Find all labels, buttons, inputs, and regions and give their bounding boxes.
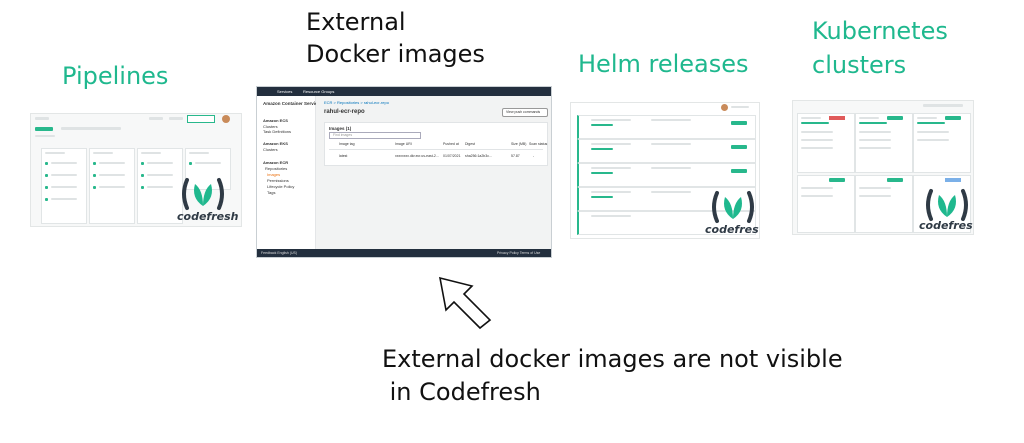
aws-images-table: Images (1) Find images Image tag Image U…: [324, 122, 548, 166]
pipelines-label: Pipelines: [62, 62, 169, 90]
aws-side-item-active: Images: [267, 172, 281, 177]
aws-images-header: Images (1): [329, 126, 352, 131]
codefresh-logo-icon: [926, 189, 968, 221]
kubernetes-clusters-screenshot: codefresh: [792, 100, 974, 235]
aws-top-nav: Services Resource Groups: [257, 87, 551, 96]
aws-footer-left: Feedback English (US): [261, 251, 297, 255]
aws-side-item: Repositories: [265, 166, 288, 171]
caption: External docker images are not visible i…: [382, 343, 843, 409]
aws-col-header: Image tag: [339, 142, 355, 146]
aws-row-cell: 01/07/2021: [443, 154, 461, 158]
aws-row-cell: 57.87: [511, 154, 520, 158]
aws-side-item: Lifecycle Policy: [267, 184, 295, 189]
aws-col-header: Pushed at: [443, 142, 459, 146]
codefresh-wordmark: codefresh: [177, 210, 239, 223]
aws-side-item: Clusters: [263, 147, 278, 152]
caption-line1: External docker images are not visible: [382, 345, 843, 373]
external-docker-images-label: External Docker images: [306, 6, 485, 70]
aws-side-item: Task Definitions: [263, 129, 292, 134]
codefresh-wordmark: codefresh: [705, 223, 759, 236]
aws-repo-title: rahul-ecr-repo: [324, 109, 365, 115]
pipelines-screenshot: codefresh: [30, 113, 242, 227]
arrow-up-left-icon: [438, 276, 492, 330]
external-label-line1: External: [306, 8, 406, 36]
aws-side-item: Clusters: [263, 124, 278, 129]
aws-col-header: Size (MB): [511, 142, 527, 146]
aws-col-header: Scan status: [529, 142, 548, 146]
aws-footer-right: Privacy Policy Terms of Use: [497, 251, 541, 255]
aws-side-item: Permissions: [267, 178, 289, 183]
aws-row-cell: -: [533, 154, 535, 158]
aws-row-cell: xxxxxxxx.dkr.ecr.us-east-2...: [395, 154, 439, 158]
caption-line2: in Codefresh: [382, 378, 541, 406]
kubernetes-clusters-label: Kubernetes clusters: [812, 14, 948, 82]
k8s-label-line1: Kubernetes: [812, 17, 948, 45]
aws-row-cell: sha256:1a2b3c...: [465, 154, 492, 158]
aws-breadcrumb: ECR > Repositories > rahul-ecr-repo: [324, 100, 389, 105]
helm-releases-screenshot: codefresh: [570, 102, 760, 239]
aws-col-header: Image URI: [395, 142, 412, 146]
aws-nav-resource-groups: Resource Groups: [303, 89, 335, 94]
external-label-line2: Docker images: [306, 40, 485, 68]
aws-push-button: View push commands: [502, 108, 548, 117]
aws-side-title: Amazon Container Services: [263, 101, 323, 106]
aws-main-panel: ECR > Repositories > rahul-ecr-repo rahu…: [316, 96, 551, 249]
aws-side-section2: Amazon EKS: [263, 141, 288, 146]
aws-side-section3: Amazon ECR: [263, 160, 289, 165]
aws-footer: Feedback English (US) Privacy Policy Ter…: [257, 249, 551, 257]
aws-ecr-console-screenshot: Services Resource Groups Amazon Containe…: [256, 86, 552, 258]
aws-nav-services: Services: [277, 89, 293, 94]
helm-releases-label: Helm releases: [578, 50, 749, 78]
aws-filter-placeholder: Find images: [333, 133, 353, 137]
codefresh-wordmark: codefresh: [919, 219, 973, 232]
codefresh-logo-icon: [182, 178, 224, 210]
k8s-label-line2: clusters: [812, 51, 907, 79]
codefresh-logo-icon: [712, 191, 754, 223]
aws-sidebar: Amazon Container Services Amazon ECS Clu…: [257, 96, 323, 249]
aws-row-cell: latest: [339, 154, 348, 158]
aws-filter-input: Find images: [329, 132, 421, 139]
aws-push-button-label: View push commands: [506, 110, 541, 114]
aws-side-item: Tags: [267, 190, 276, 195]
aws-col-header: Digest: [465, 142, 475, 146]
aws-side-section1: Amazon ECS: [263, 118, 288, 123]
